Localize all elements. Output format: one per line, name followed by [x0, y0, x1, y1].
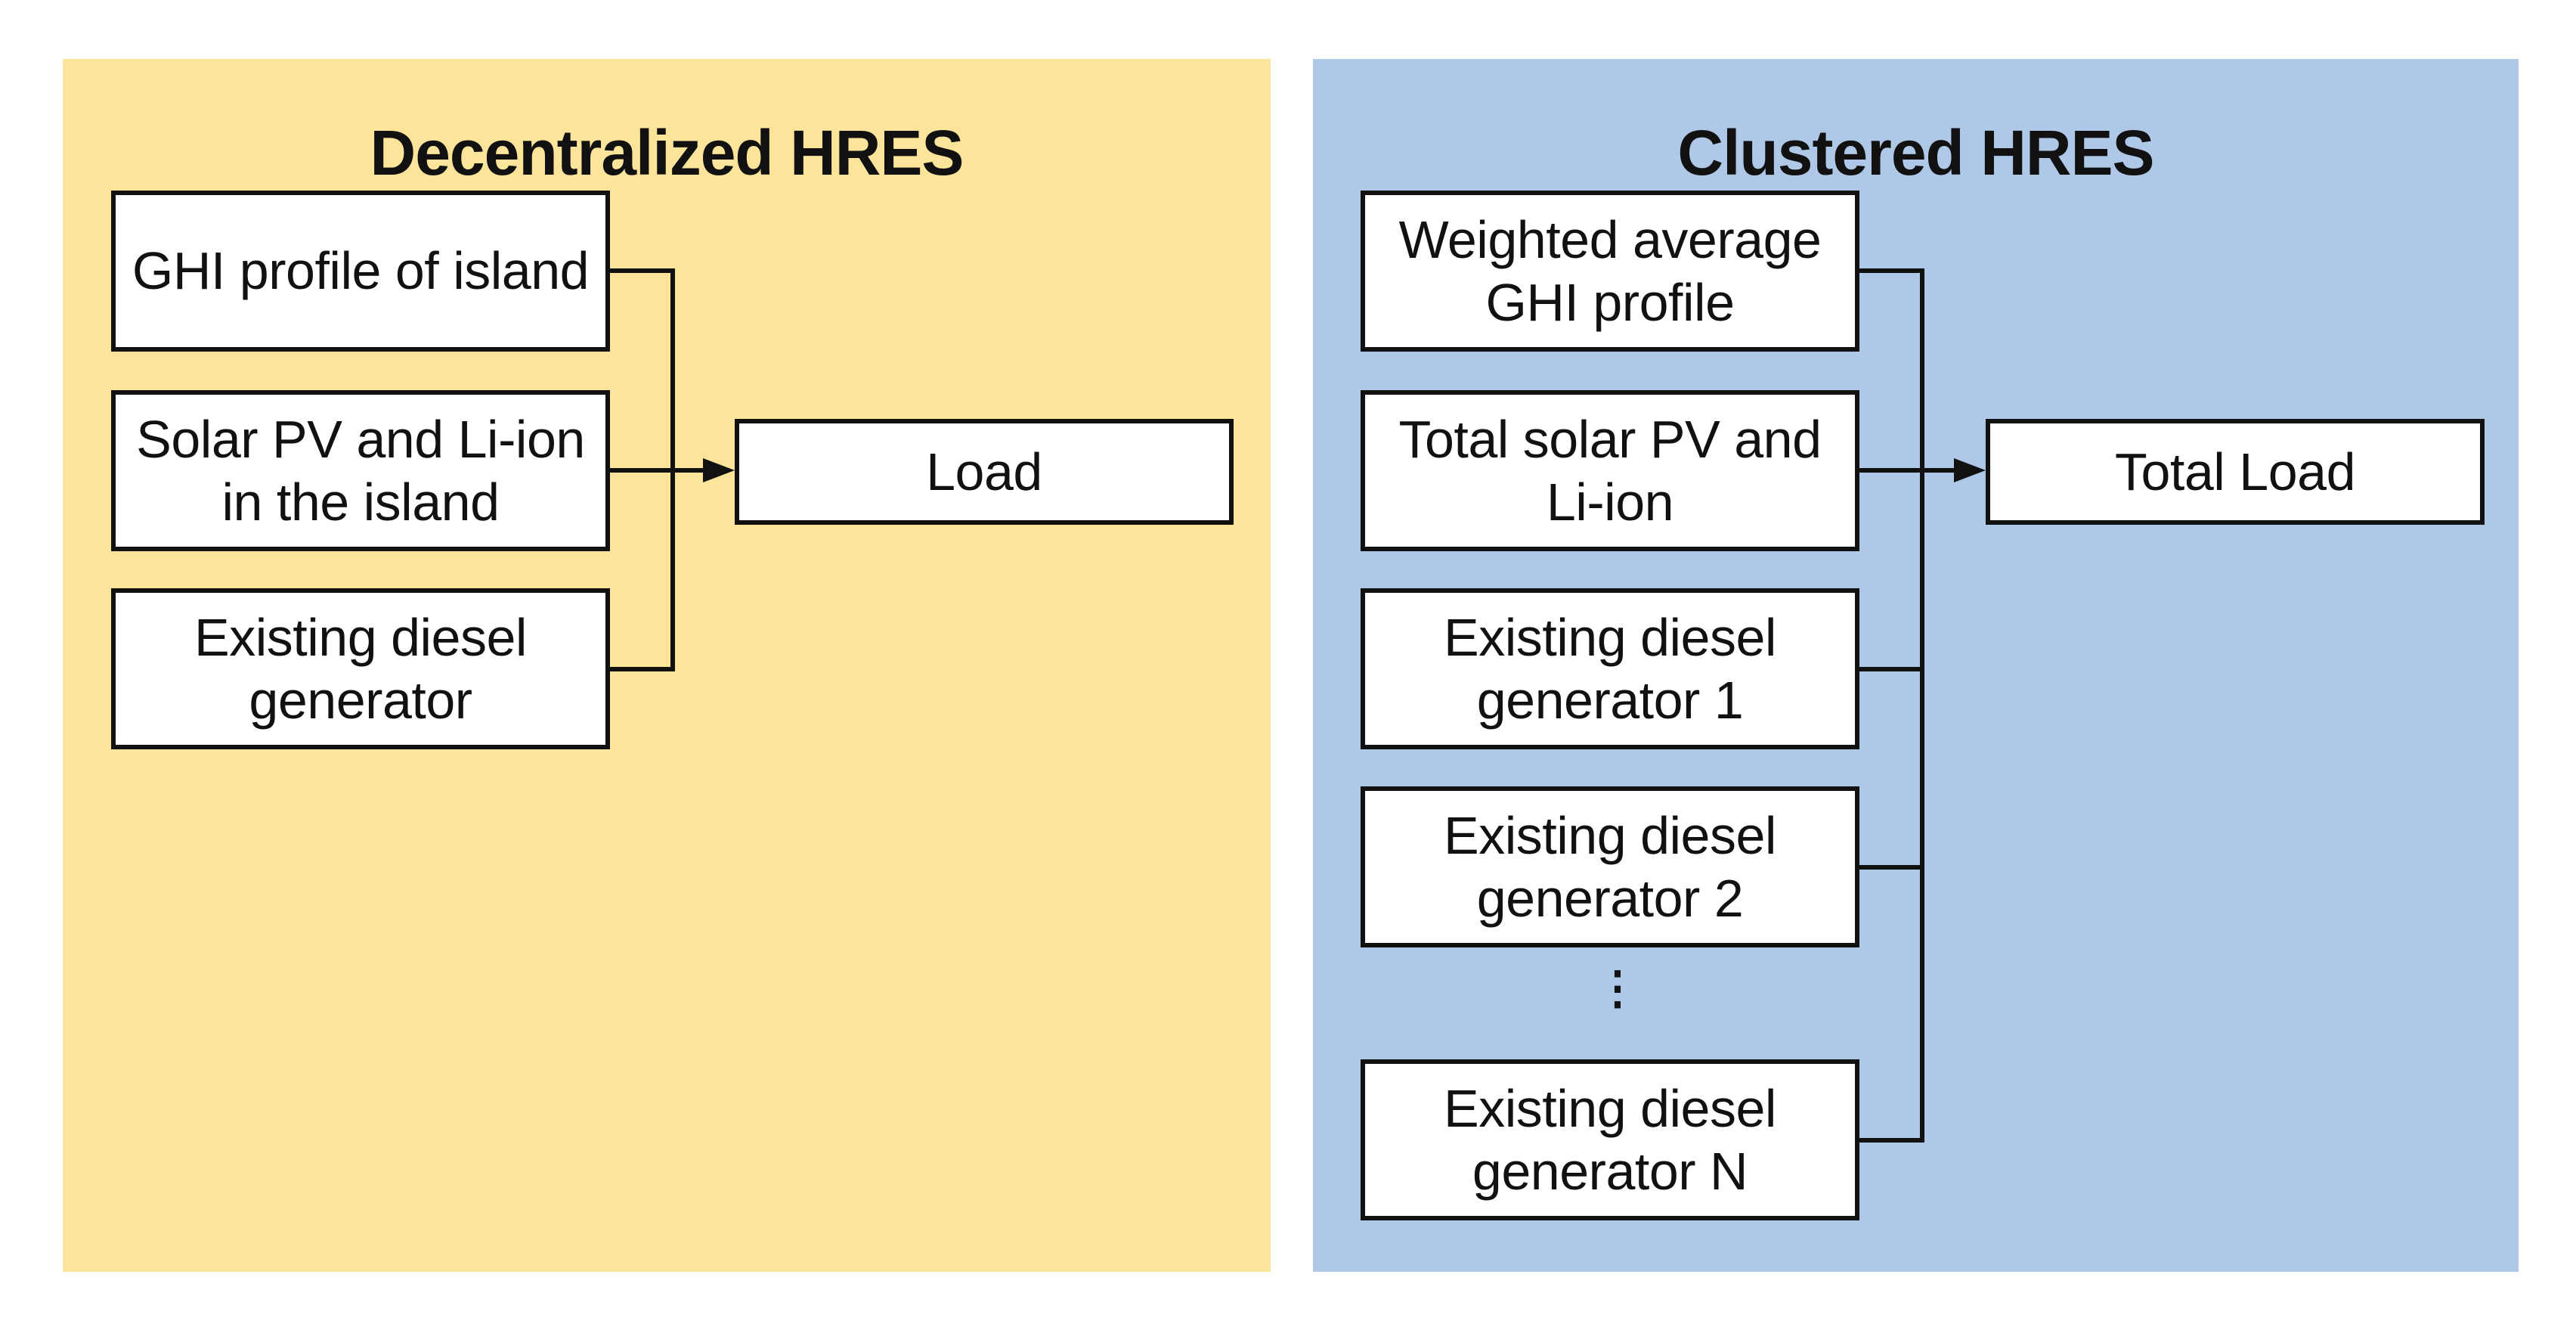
diesel-generator-2-label: Existing diesel generator 2	[1444, 805, 1776, 928]
diesel-generator-1-box: Existing diesel generator 1	[1361, 588, 1859, 749]
solar-pv-box: Solar PV and Li-ion in the island	[111, 390, 610, 551]
total-solar-pv-label: Total solar PV and Li-ion	[1398, 409, 1822, 532]
diesel-generator-2-box: Existing diesel generator 2	[1361, 786, 1859, 947]
clustered-connectors	[1858, 268, 1986, 1143]
solar-pv-label: Solar PV and Li-ion in the island	[136, 409, 585, 532]
diesel-generator-n-box: Existing diesel generator N	[1361, 1059, 1859, 1220]
clustered-title: Clustered HRES	[1677, 117, 2154, 188]
decentralized-connectors	[608, 268, 735, 671]
decentralized-title: Decentralized HRES	[370, 117, 964, 188]
total-load-box: Total Load	[1986, 419, 2485, 525]
diesel-generator-n-label: Existing diesel generator N	[1444, 1078, 1776, 1201]
clustered-arrowhead	[1954, 458, 1986, 482]
diesel-generator-box: Existing diesel generator	[111, 588, 610, 749]
ghi-profile-label: GHI profile of island	[132, 241, 590, 301]
total-solar-pv-box: Total solar PV and Li-ion	[1361, 390, 1859, 551]
load-label: Load	[926, 442, 1042, 501]
weighted-ghi-label: Weighted average GHI profile	[1398, 209, 1822, 332]
ellipsis-more-generators: ⋮	[1595, 963, 1640, 1013]
decentralized-arrowhead	[703, 458, 735, 482]
ghi-profile-box: GHI profile of island	[111, 191, 610, 352]
clustered-bus-line	[1858, 268, 1924, 1143]
load-box: Load	[735, 419, 1234, 525]
diesel-generator-label: Existing diesel generator	[194, 607, 527, 730]
diesel-generator-1-label: Existing diesel generator 1	[1444, 607, 1776, 730]
total-load-label: Total Load	[2114, 442, 2356, 501]
weighted-ghi-box: Weighted average GHI profile	[1361, 191, 1859, 352]
